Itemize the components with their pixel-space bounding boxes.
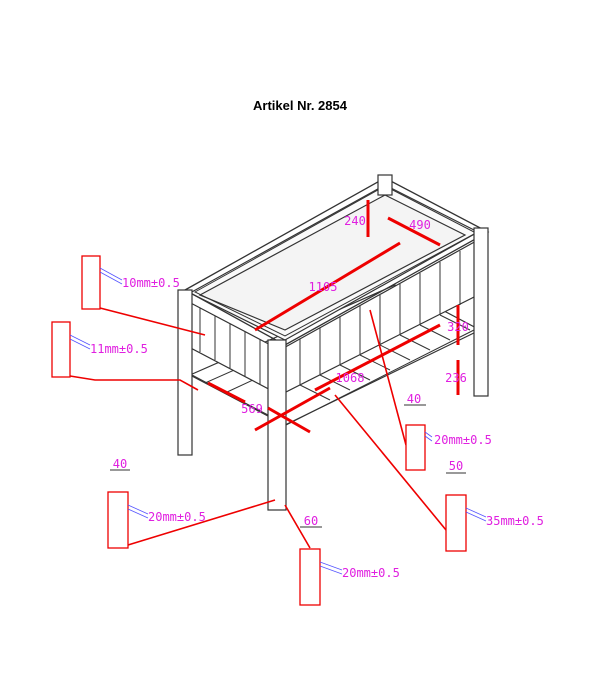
drawing-stroke bbox=[254, 386, 331, 432]
drawing-stroke bbox=[285, 329, 475, 426]
dimension-label: 50 bbox=[449, 459, 463, 473]
drawing-stroke bbox=[254, 241, 401, 332]
drawing-stroke bbox=[207, 381, 246, 404]
drawing-stroke bbox=[387, 216, 441, 247]
drawing-stroke bbox=[99, 271, 123, 285]
drawing-stroke bbox=[405, 424, 426, 471]
right-post bbox=[473, 227, 489, 397]
drawing-stroke bbox=[299, 384, 331, 401]
left-post bbox=[177, 289, 193, 456]
drawing-stroke bbox=[465, 511, 487, 522]
drawing-stroke bbox=[439, 314, 471, 331]
drawing-stroke bbox=[127, 504, 149, 515]
drawing-stroke bbox=[445, 494, 467, 552]
drawing-stroke bbox=[379, 344, 411, 361]
drawing-stroke bbox=[69, 338, 91, 350]
drawing-stroke bbox=[424, 435, 433, 442]
part-board-2: 11mm±0.5 bbox=[51, 321, 148, 378]
dimension-label: 1105 bbox=[309, 280, 338, 294]
dimension-label: 60 bbox=[304, 514, 318, 528]
dimension-label: 10mm±0.5 bbox=[122, 276, 180, 290]
drawing-stroke bbox=[284, 504, 311, 549]
part-rail-5: 40 20mm±0.5 bbox=[404, 392, 492, 471]
front-post bbox=[267, 339, 287, 511]
soil-floor bbox=[198, 194, 467, 331]
part-post-3: 40 20mm±0.5 bbox=[107, 457, 206, 549]
dimension-label: 236 bbox=[445, 371, 467, 385]
drawing-stroke bbox=[339, 364, 371, 381]
dimension-label: 35mm±0.5 bbox=[486, 514, 544, 528]
drawing-stroke bbox=[369, 309, 407, 446]
drawing-stroke bbox=[127, 499, 276, 546]
dimension-label: 320 bbox=[447, 320, 469, 334]
dimension-label: 490 bbox=[409, 218, 431, 232]
leader-lines bbox=[69, 307, 447, 549]
part-board-1: 10mm±0.5 bbox=[81, 255, 180, 310]
drawing-stroke bbox=[81, 255, 101, 310]
drawing-stroke bbox=[99, 307, 206, 336]
dimension-arrows bbox=[207, 200, 460, 434]
bed-frame bbox=[177, 174, 490, 511]
dimension-labels: 240 490 1105 320 1068 236 569 bbox=[241, 214, 469, 416]
drawing-stroke bbox=[69, 334, 91, 346]
drawing-stroke bbox=[99, 267, 123, 281]
dimension-label: 240 bbox=[344, 214, 366, 228]
drawing-stroke bbox=[319, 374, 351, 391]
panel-boards bbox=[199, 251, 461, 385]
back-post bbox=[377, 174, 393, 196]
drawing-stroke bbox=[334, 394, 447, 531]
dimension-label: 40 bbox=[113, 457, 127, 471]
part-beam-6: 50 35mm±0.5 bbox=[445, 459, 544, 552]
drawing-stroke bbox=[51, 321, 71, 378]
drawing-stroke bbox=[127, 508, 149, 519]
drawing-stroke bbox=[424, 431, 433, 438]
article-title: Artikel Nr. 2854 bbox=[253, 98, 348, 113]
drawing-stroke bbox=[69, 375, 199, 391]
dimension-label: 20mm±0.5 bbox=[148, 510, 206, 524]
drawing-stroke bbox=[314, 323, 441, 392]
part-post-4: 60 20mm±0.5 bbox=[299, 514, 400, 606]
drawing-stroke bbox=[465, 507, 487, 518]
dimension-label: 20mm±0.5 bbox=[342, 566, 400, 580]
dimension-label: 1068 bbox=[336, 371, 365, 385]
drawing-stroke bbox=[267, 406, 311, 434]
drawing-stroke bbox=[399, 334, 431, 351]
drawing-stroke bbox=[319, 565, 343, 575]
dimension-label: 20mm±0.5 bbox=[434, 433, 492, 447]
drawing-stroke bbox=[419, 324, 451, 341]
dimension-label: 11mm±0.5 bbox=[90, 342, 148, 356]
dimension-label: 40 bbox=[407, 392, 421, 406]
drawing-stroke bbox=[107, 491, 129, 549]
drawing-stroke bbox=[319, 561, 343, 571]
drawing-stroke bbox=[299, 548, 321, 606]
dimension-label: 569 bbox=[241, 402, 263, 416]
